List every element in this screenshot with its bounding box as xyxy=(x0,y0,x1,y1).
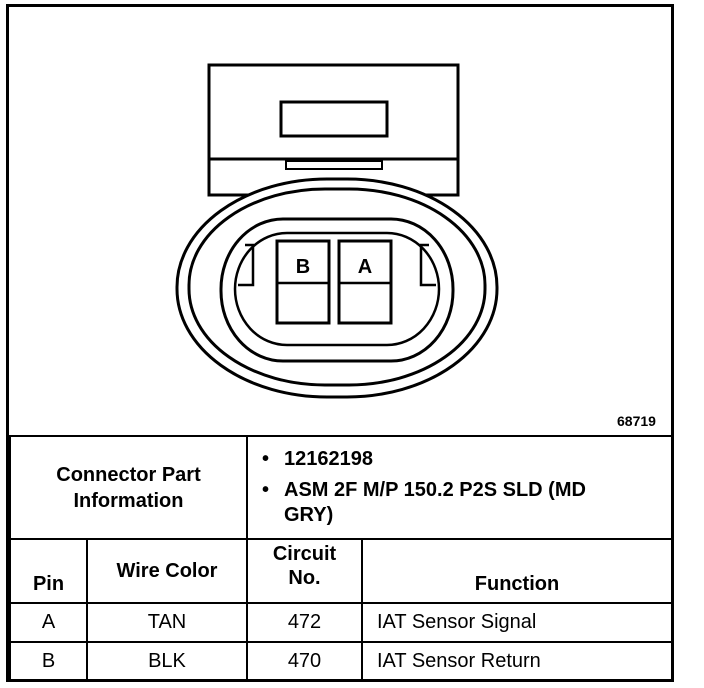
part-info-row: Connector Part Information • 12162198 • … xyxy=(9,435,673,540)
pin-cell: B xyxy=(9,641,88,681)
header-pin: Pin xyxy=(9,538,88,604)
part-description: ASM 2F M/P 150.2 P2S SLD (MD GRY) xyxy=(284,479,586,526)
cavity-b: B xyxy=(275,239,331,325)
function-cell: IAT Sensor Return xyxy=(361,641,673,681)
header-circuit-no: Circuit No. xyxy=(246,538,363,604)
connector-diagram: B A xyxy=(175,63,499,399)
header-row: Pin Wire Color Circuit No. Function xyxy=(9,538,673,604)
figure-number: 68719 xyxy=(617,413,656,429)
part-info-list: • 12162198 • ASM 2F M/P 150.2 P2S SLD (M… xyxy=(246,435,673,540)
part-info-label-line2: Information xyxy=(73,489,184,512)
header-circuit-line2: No. xyxy=(288,567,321,589)
pin-cell: A xyxy=(9,602,88,643)
circuit-cell: 472 xyxy=(246,602,363,643)
wire-color-cell: TAN xyxy=(86,602,248,643)
locking-tab xyxy=(207,63,460,197)
connector-frame: B A 68719 Connector Part Information • 1… xyxy=(6,4,674,682)
part-info-label: Connector Part Information xyxy=(9,435,248,540)
part-info-item: • ASM 2F M/P 150.2 P2S SLD (MD GRY) xyxy=(262,478,614,528)
cavity-label-b: B xyxy=(296,256,310,278)
part-number: 12162198 xyxy=(284,448,373,470)
bullet-icon: • xyxy=(262,479,270,501)
header-function: Function xyxy=(361,538,673,604)
part-info-label-line1: Connector Part xyxy=(56,463,201,486)
cavity-a: A xyxy=(337,239,393,325)
header-circuit-line1: Circuit xyxy=(272,543,337,565)
wire-color-cell: BLK xyxy=(86,641,248,681)
connector-housing xyxy=(175,177,499,399)
header-wire-color: Wire Color xyxy=(86,538,248,604)
cavity-label-a: A xyxy=(358,256,372,278)
connector-table: Connector Part Information • 12162198 • … xyxy=(9,435,673,681)
circuit-cell: 470 xyxy=(246,641,363,681)
function-cell: IAT Sensor Signal xyxy=(361,602,673,643)
bullet-icon: • xyxy=(262,448,270,470)
part-info-item: • 12162198 xyxy=(262,447,671,472)
table-row: A TAN 472 IAT Sensor Signal xyxy=(9,602,673,643)
table-row: B BLK 470 IAT Sensor Return xyxy=(9,641,673,681)
